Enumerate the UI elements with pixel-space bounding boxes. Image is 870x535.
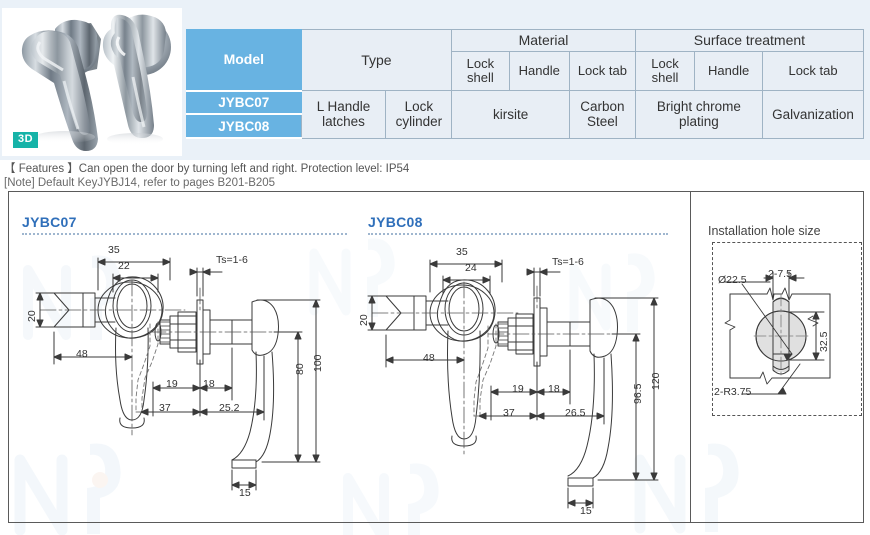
cell-material-kirsite-text: kirsite [492,106,529,122]
dotted-rule-right [368,233,668,235]
dim-jybc08-26-5: 26.5 [565,407,586,419]
dim-jybc07-25-2: 25.2 [219,402,240,414]
dim-jybc07-19: 19 [166,378,178,390]
header-model: Model [186,28,302,92]
dim-install-diameter: Ø22.5 [718,274,747,286]
cell-material-kirsite: kirsite [451,90,570,139]
cell-surface-galvanization-text: Galvanization [772,106,854,122]
cell-model-jybc08: JYBC08 [186,113,302,139]
table-row-jybc07: JYBC07 L Handle latches Lock cylinder ki… [186,90,864,139]
installation-hole-title: Installation hole size [708,224,821,238]
header-material: Material [451,28,636,53]
dim-jybc08-ts: Ts=1-6 [552,256,584,268]
dim-jybc08-96-5: 96.5 [632,383,644,404]
specification-table: Model Type Material Surface treatment Lo… [186,28,865,139]
cell-surface-chrome-text: Bright chrome plating [656,99,741,130]
features-block: 【 Features 】Can open the door by turning… [4,162,704,190]
dim-jybc08-35: 35 [456,246,468,258]
drawing-title-jybc07: JYBC07 [22,214,77,230]
dim-install-height: 32.5 [818,331,830,352]
dotted-rule-left [22,233,347,235]
table-row-jybc08: JYBC08 [186,113,864,139]
dim-jybc08-18: 18 [548,383,560,395]
cell-type-a-text: L Handle latches [316,99,371,130]
installation-hole-box [712,242,862,416]
dim-jybc08-24: 24 [465,262,477,274]
dim-jybc08-48: 48 [423,352,435,364]
dim-jybc07-48: 48 [76,348,88,360]
header-surface-lock-shell: Lock shell [634,51,696,92]
dim-jybc07-20: 20 [26,310,38,322]
drawing-title-jybc08: JYBC08 [368,214,423,230]
dim-jybc08-20: 20 [358,314,370,326]
cell-surface-chrome: Bright chrome plating [634,90,764,139]
lock-left [21,19,101,151]
drawing-jybc07 [35,257,321,491]
product-photo [21,14,171,151]
badge-3d: 3D [13,132,39,148]
cell-surface-galvanization: Galvanization [762,90,864,139]
product-photo-panel: 3D [2,8,182,156]
dim-install-radius: 2-R3.75 [714,386,752,398]
dim-jybc07-ts: Ts=1-6 [216,254,248,266]
header-material-lock-shell: Lock shell [451,51,510,92]
features-line-1: 【 Features 】Can open the door by turning… [4,163,410,175]
dim-jybc08-19: 19 [512,383,524,395]
cell-material-lock-tab-text: Carbon Steel [580,99,625,130]
vertical-divider [690,192,691,522]
dim-jybc07-100: 100 [312,354,324,372]
lock-right [102,14,171,145]
drawing-jybc08 [367,259,659,509]
drawings-container [8,191,864,523]
dim-jybc07-18: 18 [203,378,215,390]
header-surface-handle: Handle [694,51,764,92]
cell-model-jybc07: JYBC07 [186,90,302,116]
dim-install-slot: 2-7.5 [768,268,792,280]
dim-jybc07-15: 15 [239,487,251,499]
header-surface-lock-tab: Lock tab [762,51,864,92]
dim-jybc07-22: 22 [118,260,130,272]
header-material-handle: Handle [508,51,571,92]
header-type: Type [300,28,453,92]
dim-jybc07-80: 80 [294,363,306,375]
header-surface-treatment: Surface treatment [634,28,865,53]
dim-jybc07-37: 37 [159,402,171,414]
cell-type-b-text: Lock cylinder [395,99,443,130]
cell-material-lock-tab: Carbon Steel [569,90,636,139]
dim-jybc08-37: 37 [503,407,515,419]
cell-type-b: Lock cylinder [385,90,453,139]
cell-type-a: L Handle latches [300,90,387,139]
dim-jybc07-35: 35 [108,244,120,256]
dim-jybc08-15: 15 [580,505,592,517]
dim-jybc08-120: 120 [650,372,662,390]
header-material-lock-tab: Lock tab [569,51,636,92]
features-line-2: [Note] Default KeyJYBJ14, refer to pages… [4,177,276,189]
drawing-installation-hole [723,271,831,395]
table-header-row-1: Model Type Material Surface treatment [186,28,865,92]
